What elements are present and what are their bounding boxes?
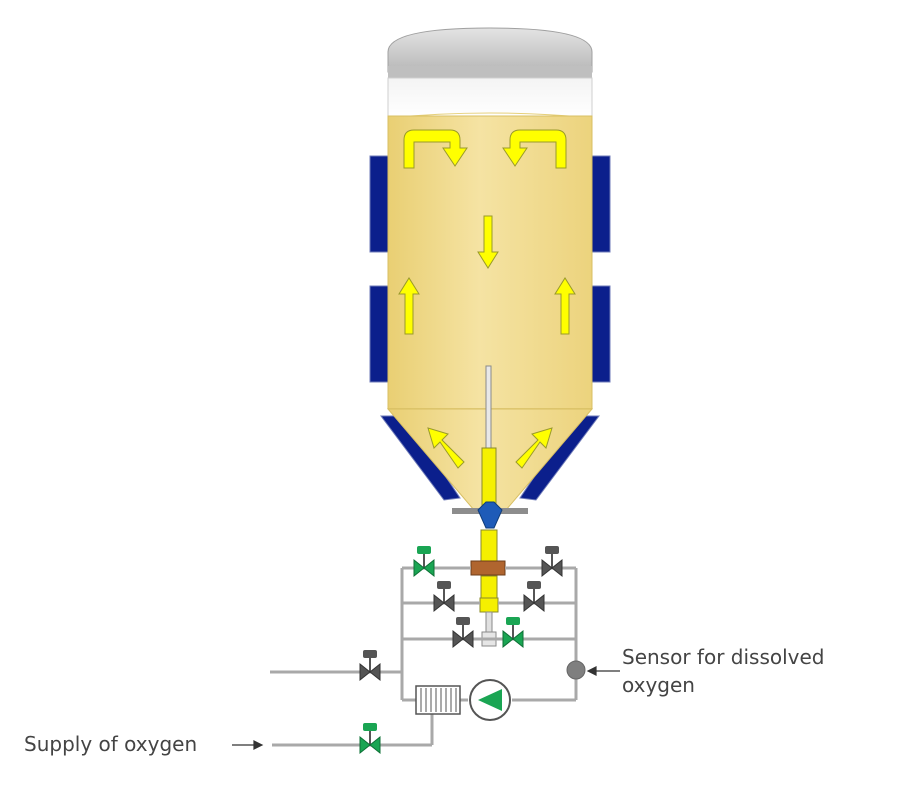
lance-blue-fitting bbox=[477, 501, 503, 529]
arrow-curve-left bbox=[403, 129, 468, 169]
arrow-up-right bbox=[554, 277, 576, 335]
sensor-label-line1: Sensor for dissolved bbox=[622, 645, 825, 669]
annotation-arrows bbox=[232, 666, 620, 750]
tank-dome-rim bbox=[388, 66, 592, 78]
valves bbox=[359, 546, 563, 755]
valve-green-row1-left[interactable] bbox=[413, 546, 435, 578]
sensor-label-line2: oxygen bbox=[622, 673, 695, 697]
arrow-down-center bbox=[477, 215, 499, 269]
arrow-diag-left bbox=[427, 427, 465, 469]
lance-yellow-mid bbox=[480, 529, 498, 563]
oxygen-sensor bbox=[566, 660, 586, 680]
arrow-to-sensor-icon bbox=[586, 666, 597, 676]
lance-yellow-tip bbox=[479, 597, 499, 613]
aerator-lance bbox=[470, 365, 506, 647]
lance-rod bbox=[485, 365, 492, 451]
valve-dark-row3-left[interactable] bbox=[452, 617, 474, 649]
lance-stem bbox=[485, 611, 493, 635]
heat-exchanger bbox=[415, 685, 461, 715]
valve-green-oxygen[interactable] bbox=[359, 723, 381, 755]
lance-bronze-coupling bbox=[470, 560, 506, 576]
arrow-to-supply-icon bbox=[253, 740, 264, 750]
valve-dark-inlet[interactable] bbox=[359, 650, 381, 682]
lance-yellow-lower bbox=[480, 575, 498, 599]
supply-label: Supply of oxygen bbox=[24, 732, 197, 756]
arrow-curve-right bbox=[502, 129, 567, 169]
arrow-up-left bbox=[398, 277, 420, 335]
valve-dark-row2-left[interactable] bbox=[433, 581, 455, 613]
lance-yellow-upper bbox=[481, 447, 497, 509]
pump-direction-icon bbox=[478, 689, 502, 711]
flow-arrows bbox=[398, 129, 576, 469]
piping bbox=[270, 566, 578, 747]
valve-green-row3-right[interactable] bbox=[502, 617, 524, 649]
valve-dark-row1-right[interactable] bbox=[541, 546, 563, 578]
arrow-diag-right bbox=[515, 427, 553, 469]
valve-dark-row2-right[interactable] bbox=[523, 581, 545, 613]
tank-headspace bbox=[387, 77, 593, 119]
pump[interactable] bbox=[469, 679, 511, 721]
tank-dome bbox=[387, 27, 593, 73]
